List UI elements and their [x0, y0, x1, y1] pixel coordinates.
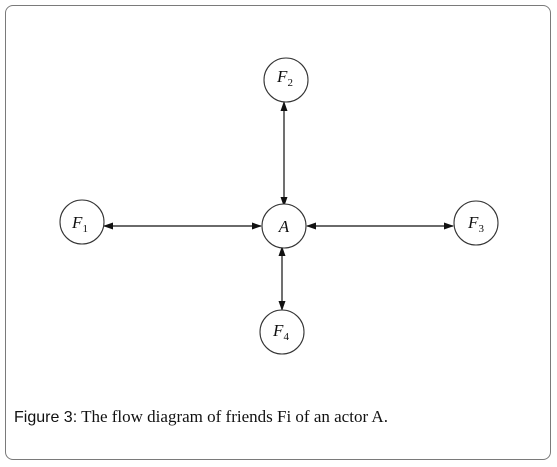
svg-text:A: A: [278, 217, 290, 236]
figure-label: Figure 3:: [14, 409, 78, 426]
caption-text: The flow diagram of friends Fi of an act…: [77, 407, 388, 426]
node-f3: F3: [453, 200, 499, 246]
node-f1: F1: [59, 199, 105, 245]
node-center-a: A: [261, 203, 307, 249]
svg-text:F2: F2: [276, 67, 293, 89]
svg-text:F1: F1: [71, 213, 88, 235]
node-f4: F4: [259, 309, 305, 355]
svg-text:F3: F3: [467, 213, 484, 235]
figure-caption: Figure 3: The flow diagram of friends Fi…: [14, 407, 388, 427]
node-f2: F2: [263, 57, 309, 103]
svg-text:F4: F4: [272, 321, 289, 343]
